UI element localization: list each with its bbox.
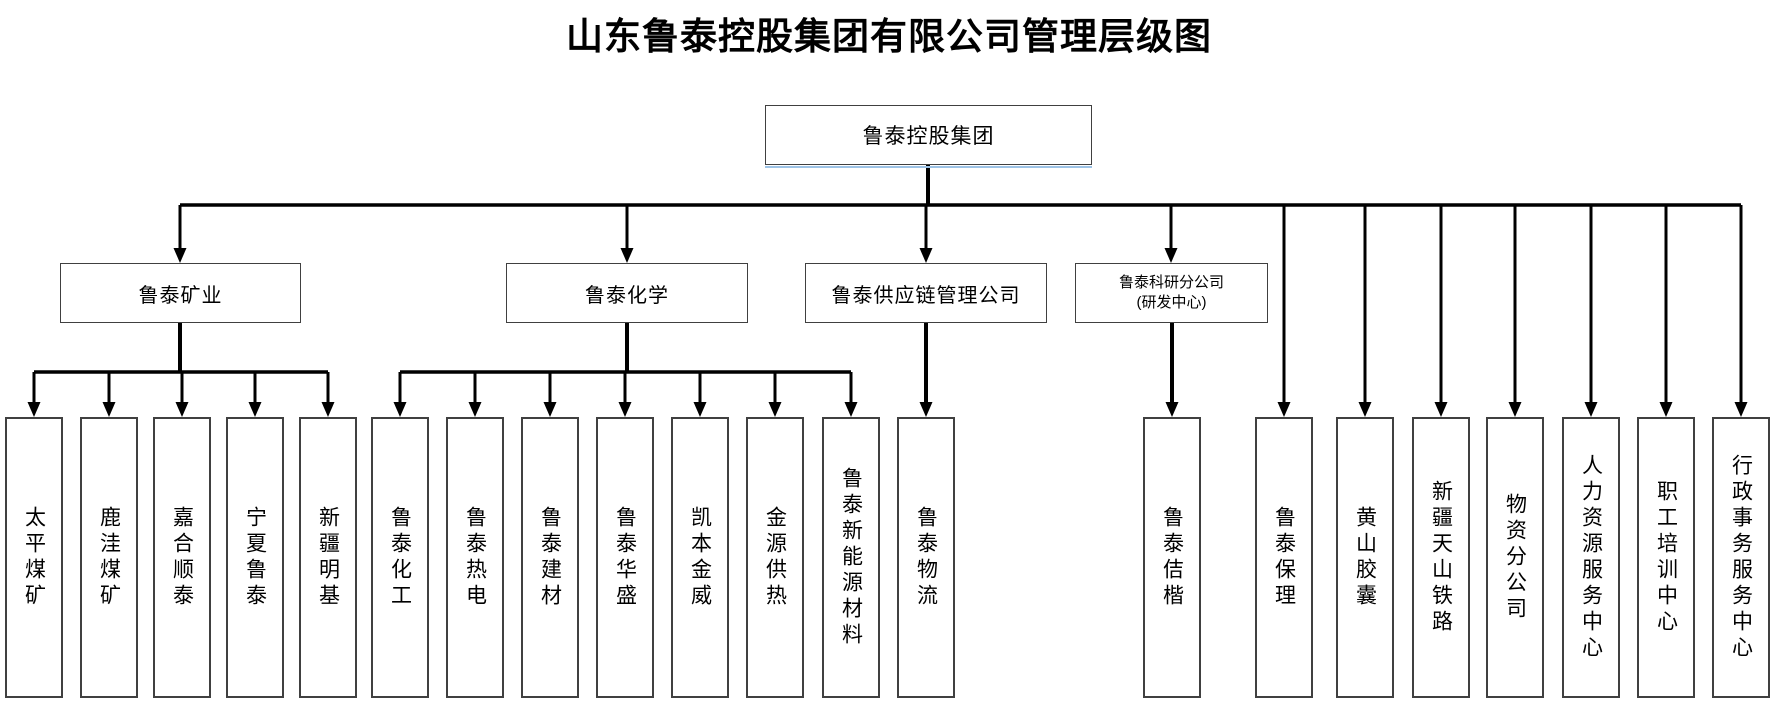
org-node-branch-1: 鲁泰化学: [506, 263, 748, 323]
org-node-leaf-1-1: 鲁泰热电: [446, 417, 504, 698]
org-node-root: 鲁泰控股集团: [765, 105, 1092, 165]
org-node-direct-leaf-6: 行政事务服务中心: [1712, 417, 1770, 698]
org-node-leaf-0-0: 太平煤矿: [5, 417, 63, 698]
org-node-leaf-0-1: 鹿洼煤矿: [80, 417, 138, 698]
org-node-leaf-1-5: 金源供热: [746, 417, 804, 698]
org-node-branch-2: 鲁泰供应链管理公司: [805, 263, 1047, 323]
org-node-direct-leaf-2: 新疆天山铁路: [1412, 417, 1470, 698]
org-node-leaf-1-6: 鲁泰新能源材料: [822, 417, 880, 698]
org-node-leaf-1-4: 凯本金威: [671, 417, 729, 698]
org-node-leaf-1-0: 鲁泰化工: [371, 417, 429, 698]
org-node-branch-3: 鲁泰科研分公司(研发中心): [1075, 263, 1268, 323]
org-node-leaf-0-4: 新疆明基: [299, 417, 357, 698]
org-node-direct-leaf-4: 人力资源服务中心: [1562, 417, 1620, 698]
org-node-leaf-2-0: 鲁泰物流: [897, 417, 955, 698]
root-underline: [765, 166, 1092, 168]
org-node-direct-leaf-1: 黄山胶囊: [1336, 417, 1394, 698]
org-node-direct-leaf-5: 职工培训中心: [1637, 417, 1695, 698]
org-node-leaf-3-0: 鲁泰佶楷: [1143, 417, 1201, 698]
org-node-direct-leaf-3: 物资分公司: [1486, 417, 1544, 698]
chart-title: 山东鲁泰控股集团有限公司管理层级图: [566, 14, 1212, 58]
org-node-leaf-0-3: 宁夏鲁泰: [226, 417, 284, 698]
org-node-direct-leaf-0: 鲁泰保理: [1255, 417, 1313, 698]
org-node-branch-0: 鲁泰矿业: [60, 263, 301, 323]
org-node-leaf-0-2: 嘉合顺泰: [153, 417, 211, 698]
org-node-leaf-1-3: 鲁泰华盛: [596, 417, 654, 698]
org-node-leaf-1-2: 鲁泰建材: [521, 417, 579, 698]
